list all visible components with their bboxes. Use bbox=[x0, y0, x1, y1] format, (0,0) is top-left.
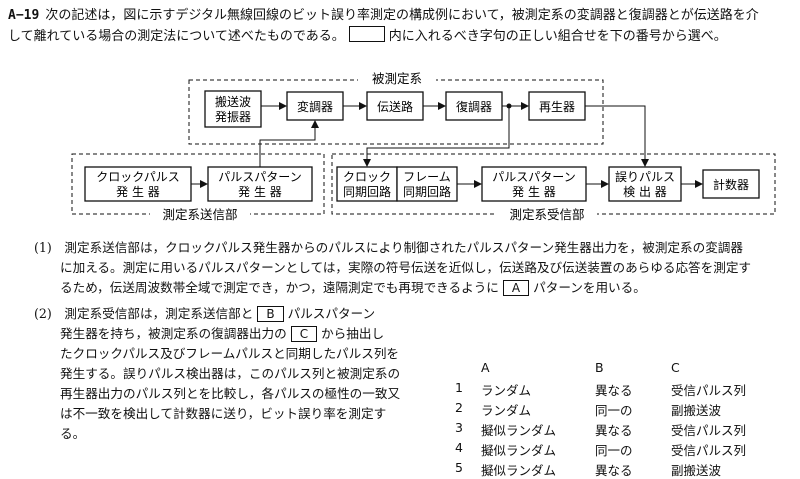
para2-line5: 再生器出力のパルス列とを比較し，各パルスの極性の一致又 bbox=[60, 386, 401, 401]
header-c: C bbox=[671, 360, 680, 375]
question-text-2a: して離れている場合の測定法について述べたものである。 bbox=[8, 29, 345, 44]
option-b: 同一の bbox=[595, 403, 633, 418]
clock-sync-block bbox=[336, 166, 398, 202]
pattern-gen-tx-block bbox=[207, 166, 313, 202]
option-b: 異なる bbox=[595, 463, 633, 478]
block-diagram: 被測定系 測定系送信部 測定系受信部 搬送波 発振器 変調器 伝送路 復調器 再… bbox=[71, 70, 776, 222]
option-c: 受信パルス列 bbox=[671, 443, 747, 458]
demodulator-block bbox=[445, 91, 503, 121]
option-num: 2 bbox=[455, 400, 463, 415]
para2-l2a: 発生器を持ち，被測定系の復調器出力の bbox=[60, 326, 287, 341]
pattern-gen-tx-line1: パルスパターン bbox=[218, 170, 301, 184]
header-a: A bbox=[481, 360, 490, 375]
pattern-gen-tx-line2: 発 生 器 bbox=[238, 185, 282, 199]
blank-b: B bbox=[257, 306, 284, 322]
question-header: A−19 次の記述は，図に示すデジタル無線回線のビット誤り率測定の構成例において，… bbox=[8, 6, 759, 26]
counter-block bbox=[702, 169, 760, 199]
para2-line6: は不一致を検出して計数器に送り，ビット誤り率を測定す bbox=[60, 406, 387, 421]
option-a: 擬似ランダム bbox=[481, 463, 557, 478]
blank-box bbox=[348, 26, 385, 42]
option-num: 1 bbox=[455, 380, 463, 395]
question-line-2: して離れている場合の測定法について述べたものである。 内に入れるべき字句の正しい組… bbox=[8, 26, 727, 47]
option-a: ランダム bbox=[481, 403, 532, 418]
para2-line3: たクロックパルス及びフレームパルスと同期したパルス列を bbox=[60, 346, 400, 361]
counter-label: 計数器 bbox=[713, 177, 749, 192]
error-detector-line1: 誤りパルス bbox=[615, 169, 675, 184]
blank-c: C bbox=[290, 326, 318, 342]
carrier-osc-block bbox=[204, 90, 262, 128]
option-c: 受信パルス列 bbox=[671, 383, 747, 398]
system-label: 被測定系 bbox=[372, 71, 422, 86]
para1-line3a: るため，伝送周波数帯全域で測定でき，かつ，遠隔測定でも再現できるように bbox=[60, 280, 499, 295]
sender-label: 測定系送信部 bbox=[162, 207, 237, 222]
question-number: A−19 bbox=[8, 8, 40, 23]
para2-line4: 発生する。誤りパルス検出器は，このパルス列と被測定系の bbox=[60, 366, 401, 381]
option-num: 5 bbox=[455, 460, 463, 475]
para2-l2b: から抽出し bbox=[321, 326, 385, 341]
channel-label: 伝送路 bbox=[377, 99, 413, 114]
pattern-gen-rx-block bbox=[481, 166, 587, 202]
question-text-1: 次の記述は，図に示すデジタル無線回線のビット誤り率測定の構成例において，被測定系… bbox=[45, 8, 759, 23]
option-a: ランダム bbox=[481, 383, 532, 398]
para2-line7: る。 bbox=[60, 426, 86, 441]
frame-sync-line1: フレーム bbox=[403, 170, 451, 184]
para1-line2: に加える。測定に用いるパルスパターンとしては，実際の符号伝送を近似し，伝送路及び… bbox=[60, 260, 752, 275]
pattern-gen-rx-line1: パルスパターン bbox=[492, 170, 575, 184]
para2-l1a: (2) 測定系受信部は，測定系送信部と bbox=[34, 306, 254, 321]
clock-gen-line1: クロックパルス bbox=[96, 170, 179, 184]
regenerator-label: 再生器 bbox=[539, 100, 575, 114]
modulator-label: 変調器 bbox=[297, 99, 333, 114]
pattern-gen-rx-line2: 発 生 器 bbox=[512, 185, 556, 199]
para1-line3b: パターンを用いる。 bbox=[533, 280, 646, 295]
clock-sync-line1: クロック bbox=[343, 170, 391, 184]
error-detector-block bbox=[608, 166, 682, 202]
option-c: 副搬送波 bbox=[671, 403, 722, 418]
clock-gen-line2: 発 生 器 bbox=[116, 185, 160, 199]
option-num: 4 bbox=[455, 440, 463, 455]
demodulator-label: 復調器 bbox=[456, 99, 492, 114]
option-a: 擬似ランダム bbox=[481, 443, 557, 458]
frame-sync-block bbox=[396, 166, 458, 202]
regenerator-block bbox=[528, 91, 586, 121]
option-num: 3 bbox=[455, 420, 463, 435]
clock-sync-line2: 同期回路 bbox=[343, 184, 391, 199]
receiver-label: 測定系受信部 bbox=[509, 207, 584, 222]
para1-line1: (1) 測定系送信部は，クロックパルス発生器からのパルスにより制御されたパルスパ… bbox=[34, 240, 743, 255]
carrier-osc-line1: 搬送波 bbox=[215, 94, 251, 109]
carrier-osc-line2: 発振器 bbox=[215, 110, 251, 124]
error-detector-line2: 検 出 器 bbox=[623, 185, 667, 199]
header-b: B bbox=[595, 360, 604, 375]
frame-sync-line2: 同期回路 bbox=[403, 184, 451, 199]
option-c: 副搬送波 bbox=[671, 463, 722, 478]
option-c: 受信パルス列 bbox=[671, 423, 747, 438]
option-b: 異なる bbox=[595, 383, 633, 398]
option-b: 異なる bbox=[595, 423, 633, 438]
option-a: 擬似ランダム bbox=[481, 423, 557, 438]
option-b: 同一の bbox=[595, 443, 633, 458]
modulator-block bbox=[286, 91, 344, 121]
blank-a: A bbox=[502, 280, 530, 296]
para2-l1b: パルスパターン bbox=[287, 306, 376, 321]
clock-gen-block bbox=[84, 166, 192, 202]
question-text-2b: 内に入れるべき字句の正しい組合せを下の番号から選べ。 bbox=[388, 29, 727, 44]
